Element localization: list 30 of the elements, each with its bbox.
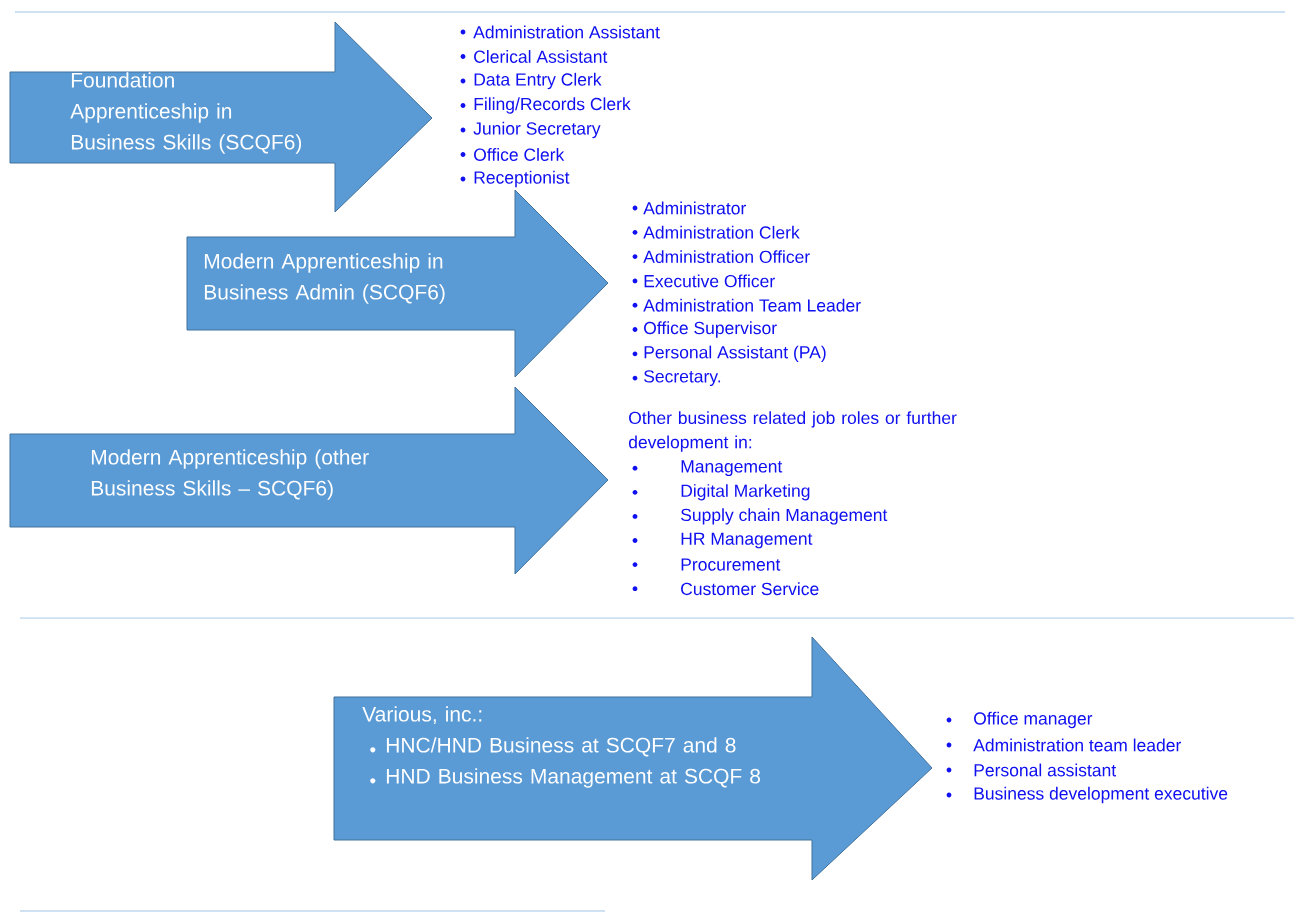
- pointer-banner: Modern Apprenticeship (other Business Skills – SCQF6): [9, 386, 609, 575]
- bullet-item: Digital Marketing: [632, 484, 810, 501]
- bullet-item: Business development executive: [946, 786, 1228, 804]
- bullet-item: Personal Assistant (PA): [632, 345, 826, 362]
- bullet-item: Supply chain Management: [632, 508, 888, 525]
- list-intro: Other business related job roles or further development in:: [628, 411, 957, 452]
- bullet-item: Administration Team Leader: [632, 298, 861, 312]
- bullet-item: Administrator: [632, 201, 746, 215]
- bullet-item: Receptionist: [460, 170, 570, 188]
- pointer-banner: Various, inc.: HNC/HND Business at SCQF7 and 8 HND Business Management at SCQF 8: [333, 636, 933, 881]
- bullet-item: Administration team leader: [946, 738, 1181, 752]
- bullet-item: Executive Officer: [632, 274, 775, 288]
- bullet-item: Junior Secretary: [460, 121, 601, 139]
- bullet-item: Office Supervisor: [632, 321, 777, 338]
- bullet-item: Administration Officer: [632, 250, 810, 264]
- bullet-item: Office Clerk: [460, 148, 565, 161]
- bullet-item: Management: [632, 460, 783, 477]
- bullet-item: Administration Assistant: [460, 25, 660, 39]
- pointer-banner: Modern Apprenticeship in Business Admin (SCQF6): [186, 189, 609, 378]
- bullet-item: Personal assistant: [946, 763, 1117, 777]
- bullet-item: Procurement: [632, 558, 781, 571]
- bullet-item: Filing/Records Clerk: [460, 97, 631, 114]
- bullet-item: Secretary.: [632, 370, 721, 387]
- bullet-item: Data Entry Clerk: [460, 72, 602, 90]
- bullet-item: Administration Clerk: [632, 225, 800, 239]
- bullet-item: Office manager: [946, 711, 1093, 729]
- bullet-item: Customer Service: [632, 582, 819, 596]
- bullet-item: HR Management: [632, 532, 813, 549]
- pointer-banner: Foundation Apprenticeship in Business Skills (SCQF6): [9, 21, 433, 213]
- bullet-item: Clerical Assistant: [460, 50, 608, 63]
